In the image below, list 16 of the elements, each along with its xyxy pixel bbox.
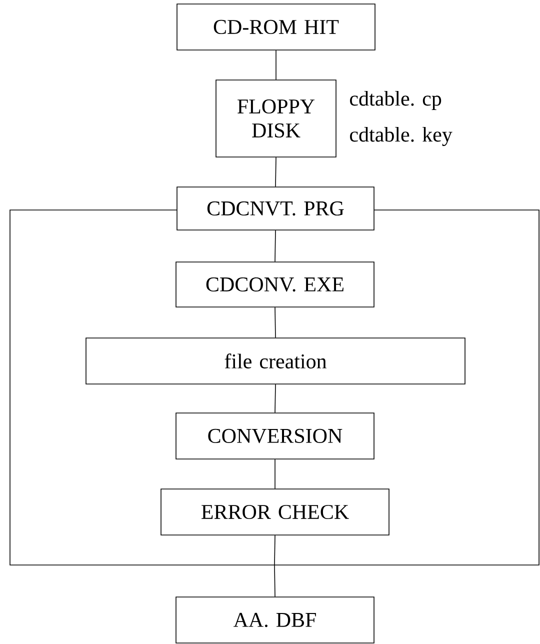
process-box: ERROR CHECK <box>160 488 390 536</box>
connector-line <box>274 459 276 489</box>
process-box: CD-ROM HIT <box>176 4 376 50</box>
connector-line <box>274 307 276 338</box>
process-box: CDCONV. EXE <box>176 262 374 308</box>
connector-line <box>275 157 276 187</box>
process-box: file creation <box>86 338 466 384</box>
side-note: cdtable. cp <box>350 90 442 110</box>
side-note: cdtable. key <box>350 126 452 146</box>
connector-line <box>274 230 276 262</box>
process-box: CONVERSION <box>176 412 374 460</box>
connector-line <box>274 535 276 566</box>
connector-line <box>274 565 276 597</box>
process-box: FLOPPY DISK <box>216 80 336 158</box>
connector-line <box>274 384 276 413</box>
process-box: AA. DBF <box>176 596 374 644</box>
